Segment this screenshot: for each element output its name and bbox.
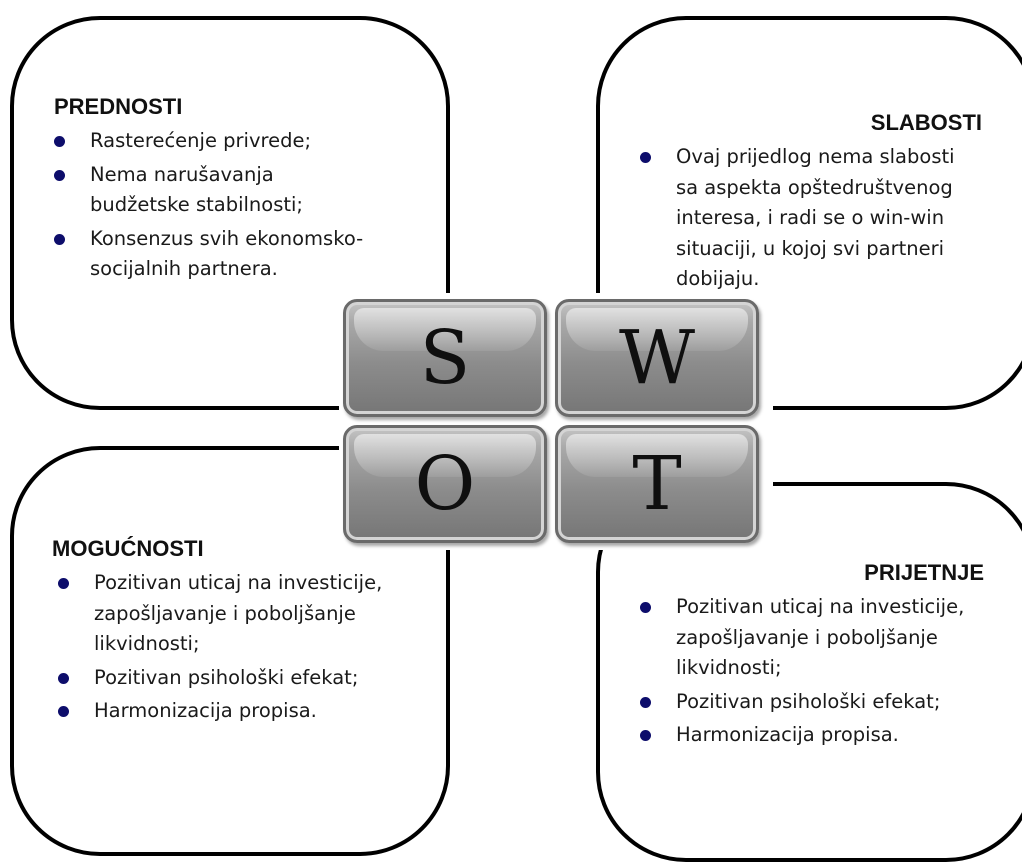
swot-tiles: S W O T [339, 293, 773, 550]
tile-t-letter: T [632, 441, 682, 527]
list-item: Nema narušavanja budžetske stabilnosti; [54, 160, 320, 221]
threats-content: PRIJETNJE Pozitivan uticaj na investicij… [640, 560, 990, 754]
list-item: Pozitivan psihološki efekat; [58, 663, 412, 694]
list-item: Ovaj prijedlog nema slabosti sa aspekta … [640, 142, 982, 292]
bullet-icon [58, 672, 69, 684]
list-item: Pozitivan psihološki efekat; [640, 687, 990, 718]
bullet-icon [54, 169, 65, 181]
bullet-icon [640, 152, 651, 163]
bullet-icon [640, 602, 651, 613]
opportunities-content: MOGUĆNOSTI Pozitivan uticaj na investici… [52, 536, 412, 730]
list-item: Pozitivan uticaj na investicije, zapošlj… [640, 592, 996, 684]
bullet-icon [54, 136, 65, 147]
strengths-content: PREDNOSTI Rasterećenje privrede; Nema na… [54, 94, 414, 288]
strengths-title: PREDNOSTI [54, 94, 183, 119]
tile-o-letter: O [414, 441, 476, 527]
tile-s: S [343, 299, 547, 417]
opportunities-box [10, 446, 450, 856]
list-item: Konsenzus svih ekonomsko-socijalnih part… [54, 224, 390, 285]
list-item: Pozitivan uticaj na investicije, zapošlj… [58, 568, 394, 660]
weaknesses-list: Ovaj prijedlog nema slabosti sa aspekta … [640, 142, 982, 292]
bullet-icon [640, 730, 651, 741]
weaknesses-content: SLABOSTI Ovaj prijedlog nema slabosti sa… [640, 110, 982, 292]
bullet-icon [640, 696, 651, 708]
list-item: Harmonizacija propisa. [640, 720, 990, 751]
bullet-icon [54, 233, 65, 245]
threats-title: PRIJETNJE [864, 560, 984, 585]
tile-w: W [555, 299, 759, 417]
bullet-icon [58, 706, 69, 717]
list-item: Rasterećenje privrede; [54, 126, 414, 157]
tile-o: O [343, 425, 547, 543]
tile-s-letter: S [419, 315, 471, 401]
tile-w-letter: W [618, 315, 696, 401]
strengths-list: Rasterećenje privrede; Nema narušavanja … [54, 126, 414, 285]
opportunities-title: MOGUĆNOSTI [52, 536, 204, 561]
weaknesses-title: SLABOSTI [870, 110, 982, 135]
opportunities-list: Pozitivan uticaj na investicije, zapošlj… [58, 568, 412, 727]
threats-list: Pozitivan uticaj na investicije, zapošlj… [640, 592, 990, 751]
bullet-icon [58, 578, 69, 589]
list-item: Harmonizacija propisa. [58, 696, 412, 727]
tile-t: T [555, 425, 759, 543]
